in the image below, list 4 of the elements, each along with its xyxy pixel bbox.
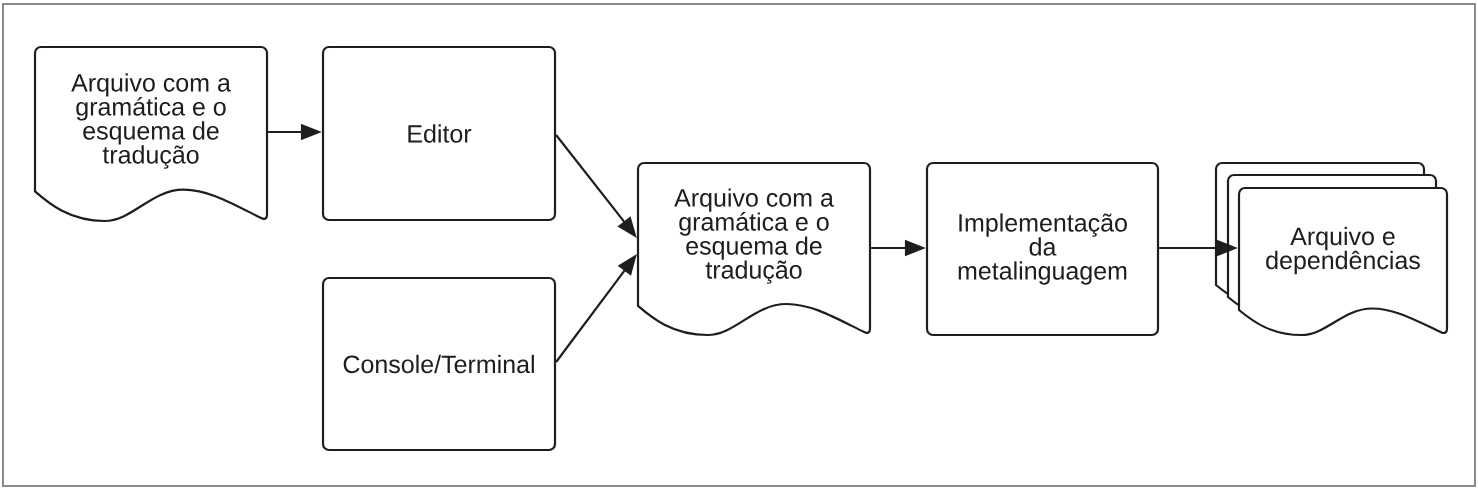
process-box: Editor xyxy=(321,45,557,222)
process-box: Implementação da metalinguagem xyxy=(925,161,1160,337)
process-box: Console/Terminal xyxy=(321,276,557,452)
document-stack: Arquivo e dependências xyxy=(1214,161,1449,337)
